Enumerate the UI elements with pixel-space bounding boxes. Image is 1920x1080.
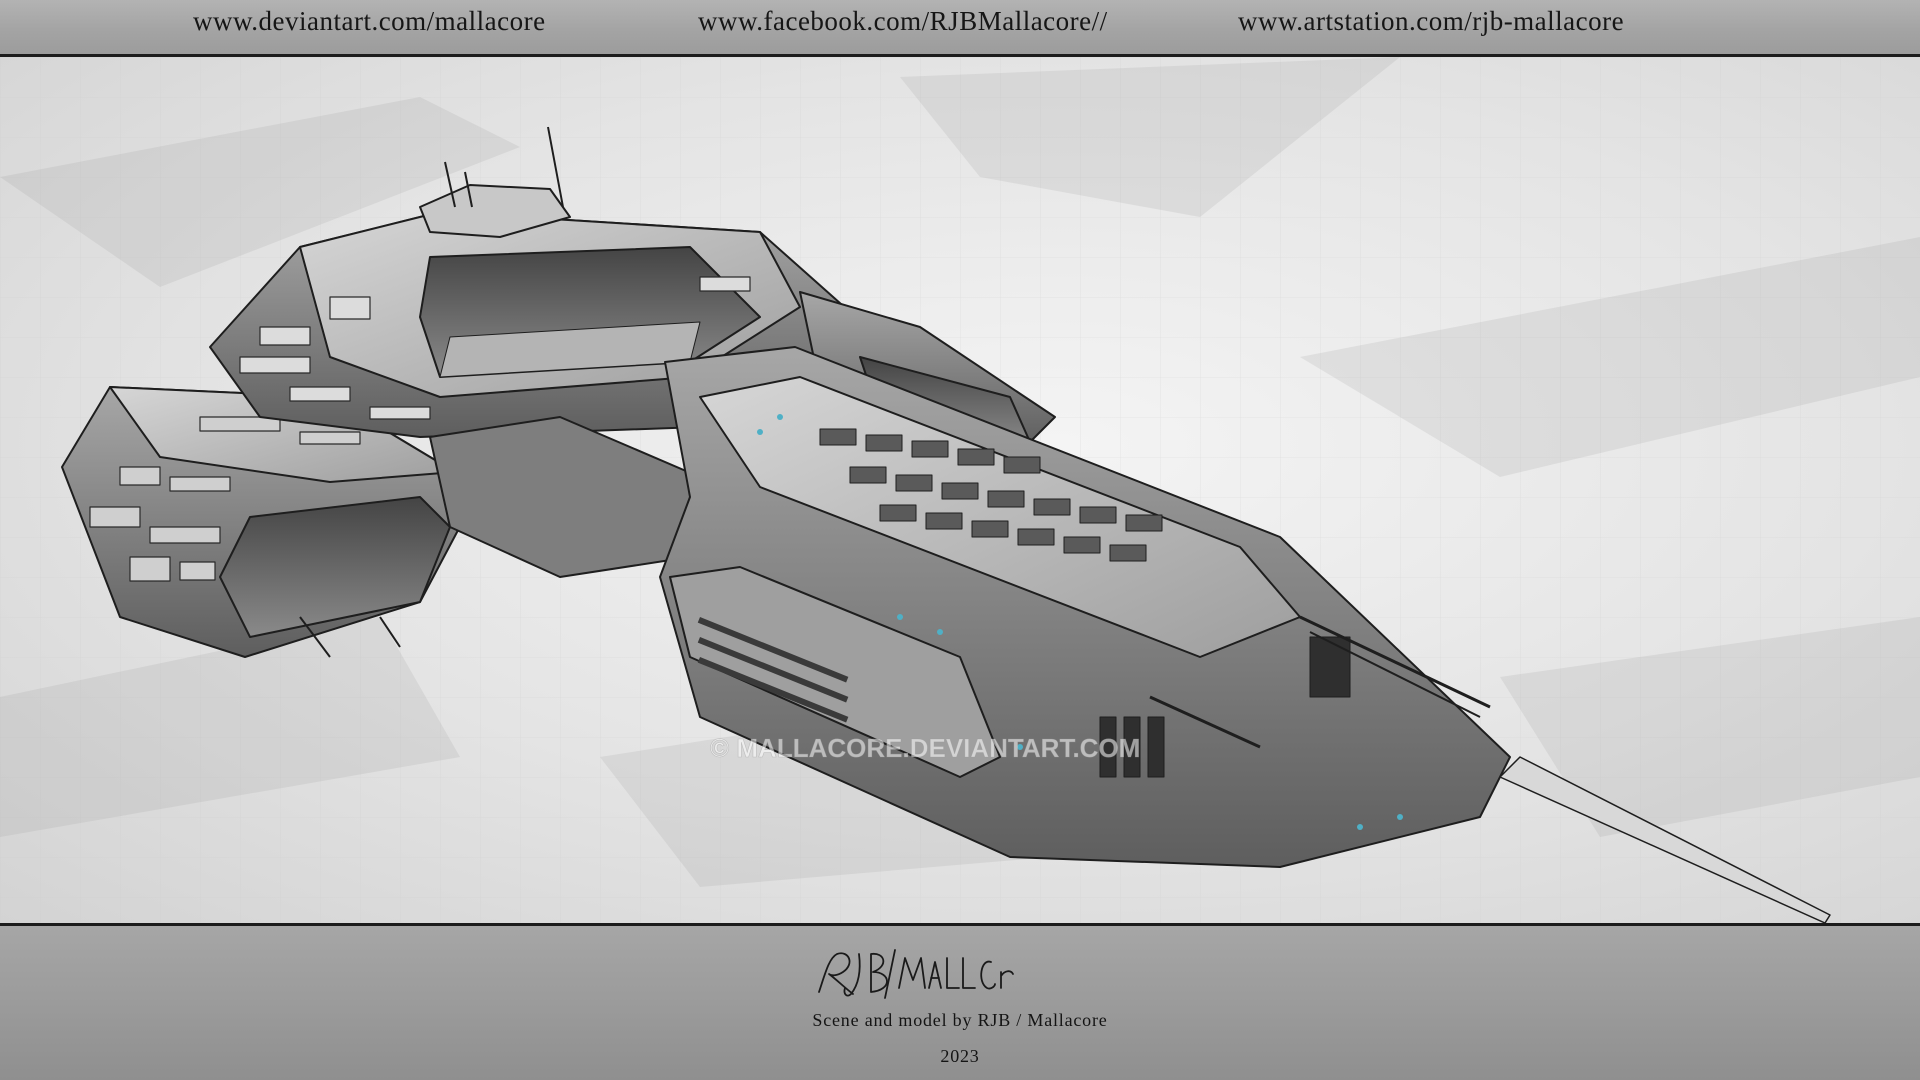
top-panel-grid [819, 428, 1163, 562]
forward-hull [659, 346, 1511, 868]
spaceship-illustration: © MALLACORE.DEVIANTART.COM [0, 57, 1920, 923]
artist-signature [818, 949, 1014, 999]
credit-text: Scene and model by RJB / Mallacore [812, 1010, 1108, 1030]
artstation-link[interactable]: www.artstation.com/rjb-mallacore [1238, 6, 1625, 36]
artwork-panel: © MALLACORE.DEVIANTART.COM [0, 57, 1920, 923]
footer-bar: Scene and model by RJB / Mallacore 2023 [0, 923, 1920, 1080]
left-engine-nacelle [61, 386, 466, 658]
hull-accent-lights [757, 414, 1403, 830]
forward-cannon [1149, 615, 1831, 923]
watermark-text: © MALLACORE.DEVIANTART.COM [710, 733, 1140, 763]
year-text: 2023 [940, 1046, 980, 1066]
deviantart-link[interactable]: www.deviantart.com/mallacore [193, 6, 546, 36]
facebook-link[interactable]: www.facebook.com/RJBMallacore// [698, 6, 1108, 36]
spaceship [61, 126, 1831, 923]
header-bar: www.deviantart.com/mallacore www.faceboo… [0, 0, 1920, 57]
